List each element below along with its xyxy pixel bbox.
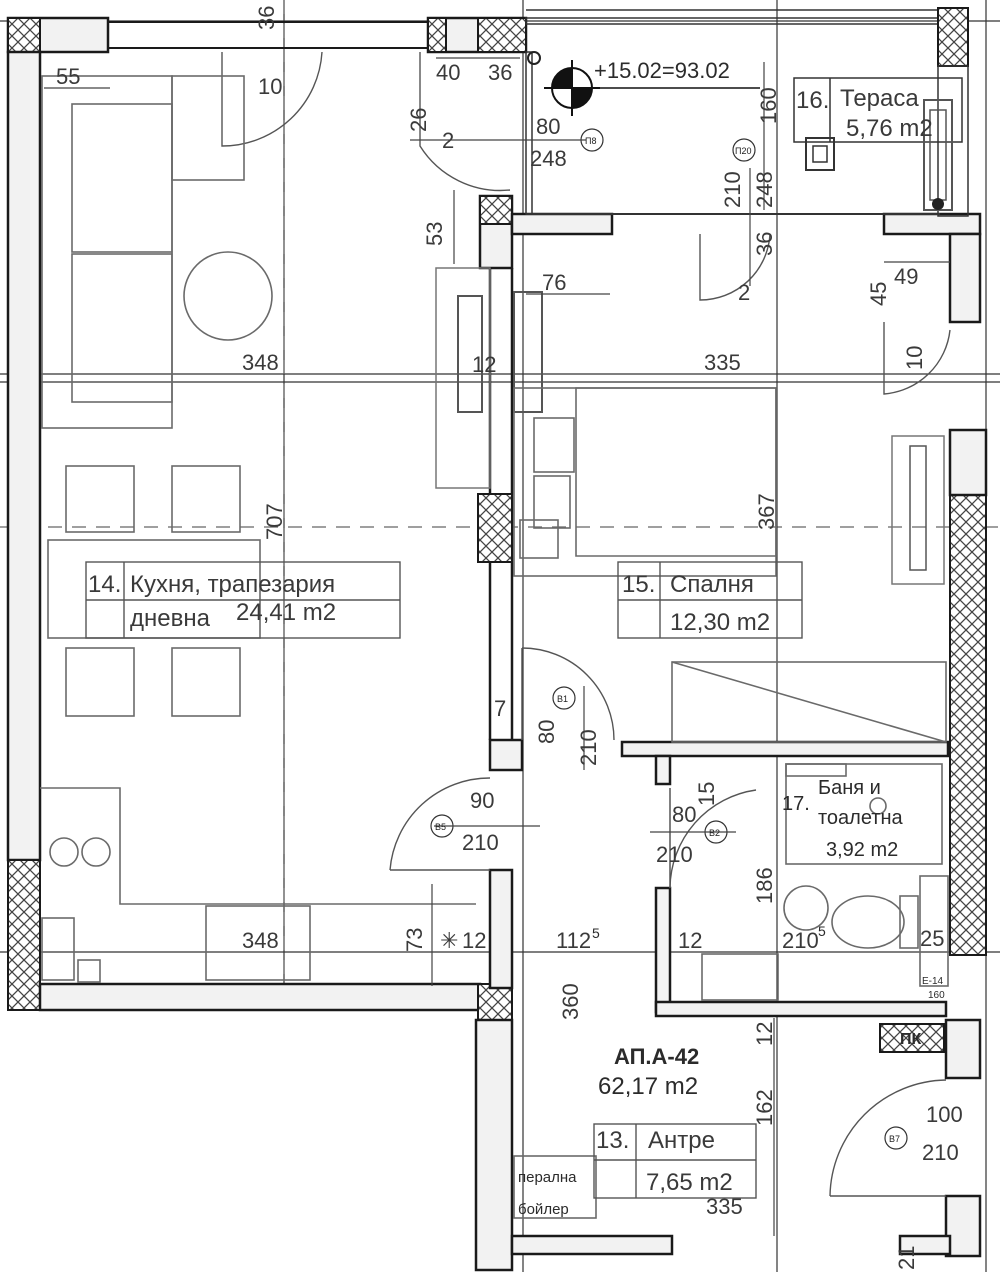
dim-36-b: 36 (488, 60, 512, 85)
dim-53: 53 (422, 222, 447, 246)
room-bathroom-label: 17. Баня и тоалетна 3,92 m2 (782, 777, 904, 861)
bedroom-area: 12,30 m2 (670, 609, 770, 636)
tag-p20: П20 (735, 146, 751, 156)
room-bedroom-label: 15. Спалня 12,30 m2 (617, 561, 803, 639)
walls (6, 16, 988, 1272)
bathroom-name-1: Баня и (818, 777, 881, 799)
dim-1125-sup: 5 (592, 925, 600, 941)
entry-name: Антре (648, 1127, 715, 1154)
dim-45: 45 (866, 282, 891, 306)
bathroom-number: 17. (782, 793, 810, 815)
tag-b1: В1 (557, 694, 568, 704)
furniture (40, 75, 949, 1219)
dim-12a: 12 (472, 352, 496, 377)
fixture-labels: перална бойлер ПК (518, 1031, 922, 1218)
dim-2b: 2 (738, 280, 750, 305)
dim-248b: 248 (752, 171, 777, 208)
dim-80c: 80 (672, 802, 696, 827)
kitchen-name-2: дневна (130, 605, 211, 632)
dim-12b: 12 (462, 928, 486, 953)
apartment-label: АП.А-42 62,17 m2 (598, 1044, 699, 1100)
dim-12d: 12 (752, 1022, 777, 1046)
bedroom-name: Спалня (670, 571, 754, 598)
dim-36-c: 36 (752, 232, 777, 256)
dim-707: 707 (262, 503, 287, 540)
terrace-area (525, 7, 969, 217)
dim-360: 360 (558, 983, 583, 1020)
dimension-labels: 36 10 55 40 36 26 2 80 248 160 210 248 5… (56, 6, 963, 1270)
dimension-lines (44, 57, 950, 1236)
dim-186: 186 (752, 867, 777, 904)
tag-e14: Е-14 (922, 976, 944, 987)
bathroom-name-2: тоалетна (818, 807, 904, 829)
elevation-label: +15.02=93.02 (594, 58, 730, 83)
dim-348-top: 348 (242, 350, 279, 375)
dim-star-symbol: ✳ (440, 928, 458, 953)
tag-b5: В5 (435, 822, 446, 832)
dim-248a: 248 (530, 146, 567, 171)
dim-21: 21 (894, 1246, 919, 1270)
kitchen-number: 14. (88, 571, 121, 598)
tag-b7: В7 (889, 1134, 900, 1144)
dim-210b: 210 (576, 729, 601, 766)
dim-55: 55 (56, 64, 80, 89)
terrace-name: Тераса (840, 85, 919, 112)
dim-73: 73 (402, 928, 427, 952)
dim-10-top: 10 (258, 74, 282, 99)
dim-15: 15 (694, 782, 719, 806)
dim-25: 25 (920, 926, 944, 951)
dim-40: 40 (436, 60, 460, 85)
dim-2a: 2 (442, 128, 454, 153)
dim-265: 26 (406, 108, 431, 132)
apartment-area: 62,17 m2 (598, 1073, 698, 1100)
room-entry-label: 13. Антре 7,65 m2 (593, 1123, 757, 1199)
dim-348-bottom: 348 (242, 928, 279, 953)
elevation-marker (544, 60, 760, 116)
dim-76: 76 (542, 270, 566, 295)
tag-labels: П8 П20 В1 В5 В2 В7 Е-14 160 (435, 136, 945, 1144)
kitchen-name-1: Кухня, трапезария (130, 571, 335, 598)
entry-area: 7,65 m2 (646, 1169, 733, 1196)
dim-10b: 10 (902, 346, 927, 370)
dim-210a: 210 (720, 171, 745, 208)
shaft-label: ПК (900, 1031, 922, 1048)
dim-90: 90 (470, 788, 494, 813)
bathroom-area: 3,92 m2 (826, 839, 898, 861)
dim-210d: 210 (656, 842, 693, 867)
dim-100: 100 (926, 1102, 963, 1127)
dim-12c: 12 (678, 928, 702, 953)
dim-80a: 80 (536, 114, 560, 139)
room-terrace-label: 16. Тераса 5,76 m2 (796, 85, 933, 142)
dim-367: 367 (754, 493, 779, 530)
tag-p8: П8 (585, 136, 596, 146)
entry-number: 13. (596, 1127, 629, 1154)
tag-160: 160 (928, 990, 945, 1001)
washer-label: перална (518, 1169, 577, 1186)
dim-210c: 210 (462, 830, 499, 855)
dim-7: 7 (494, 696, 506, 721)
apartment-code: АП.А-42 (614, 1044, 699, 1069)
boiler-label: бойлер (518, 1201, 569, 1218)
dim-80b: 80 (534, 720, 559, 744)
room-kitchen-label: 14. Кухня, трапезария дневна 24,41 m2 (85, 561, 401, 639)
dim-2105-sup: 5 (818, 923, 826, 939)
dim-495: 49 (894, 264, 918, 289)
dim-210e: 210 (922, 1140, 959, 1165)
dim-1125: 112 (556, 928, 591, 953)
dim-335-top: 335 (704, 350, 741, 375)
tag-b2: В2 (709, 828, 720, 838)
bedroom-number: 15. (622, 571, 655, 598)
kitchen-area: 24,41 m2 (236, 599, 336, 626)
dim-36-top: 36 (254, 6, 279, 30)
door-swings (221, 51, 951, 1197)
dim-2105: 210 (782, 928, 819, 953)
terrace-area: 5,76 m2 (846, 115, 933, 142)
dim-162: 162 (752, 1089, 777, 1126)
dim-160: 160 (756, 87, 781, 124)
terrace-number: 16. (796, 87, 829, 114)
